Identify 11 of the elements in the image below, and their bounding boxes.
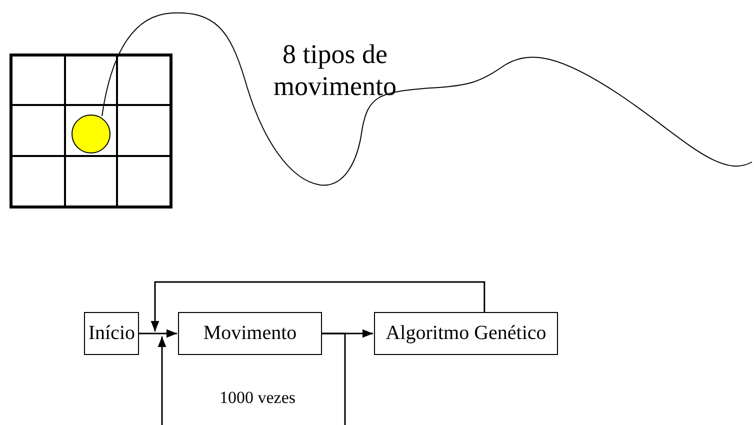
caption-text: 8 tipos de movimento [272,38,398,103]
connector-line [322,332,346,425]
process-box: Início [84,312,139,355]
ball-circle [72,114,110,154]
path-curve [102,12,752,186]
process-box: Algoritmo Genético [374,312,558,355]
process-box: Movimento [178,312,322,355]
arrow [139,329,177,338]
arrow [150,281,486,332]
loop-count-label: 1000 vezes [218,388,296,408]
arrow [158,336,166,425]
